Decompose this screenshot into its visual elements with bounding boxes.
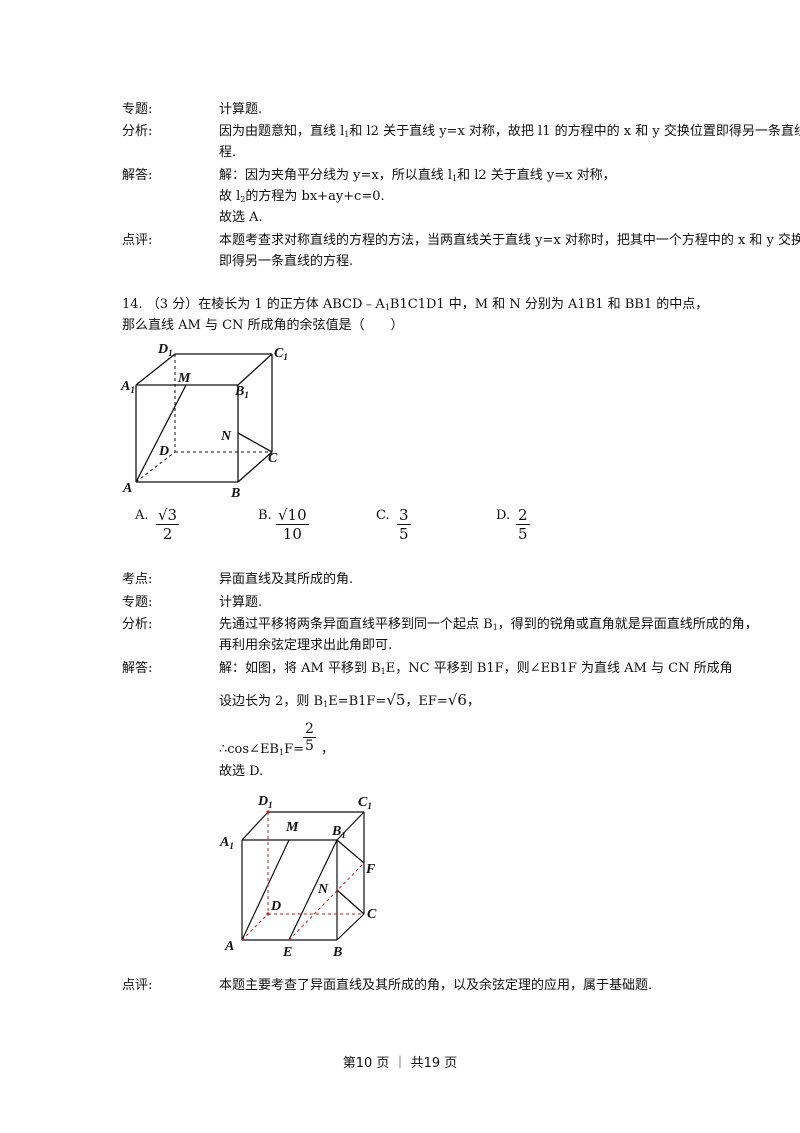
label-b1: B1 — [331, 824, 346, 840]
label-d1: D1 — [157, 342, 173, 358]
solution-14-line2: 设边长为 2，则 B1E=B1F=√5，EF=√6， — [219, 691, 480, 709]
point-label-14: 考点: — [122, 572, 153, 587]
solution-14-comma: ， — [321, 742, 335, 757]
label-c1: C1 — [358, 795, 372, 811]
topic-13: 计算题. — [219, 102, 263, 117]
solution-14-line4: 故选 D. — [219, 764, 264, 779]
label-n: N — [220, 429, 232, 444]
analysis-13-line2: 程. — [219, 145, 237, 160]
segment-am — [135, 384, 187, 483]
label-e: E — [282, 945, 292, 960]
segment-ef — [288, 862, 365, 941]
label-d: D — [158, 444, 169, 459]
label-d1: D1 — [257, 794, 273, 810]
solution-14-line3: ∴cos∠EB1F= — [219, 742, 305, 757]
comment-14: 本题主要考查了异面直线及其所成的角，以及余弦定理的应用，属于基础题. — [219, 978, 653, 993]
analysis-14-line2: 再利用余弦定理求出此角即可. — [219, 638, 393, 653]
question-14-line2: 那么直线 AM 与 CN 所成角的余弦值是（ ） — [122, 318, 404, 333]
segment-b1f — [336, 839, 365, 864]
cube-figure-solution: D1 C1 A1 M B1 F N D C A E B — [219, 794, 377, 960]
point-d1 — [266, 810, 270, 814]
solution-label-13: 解答: — [122, 168, 153, 183]
option-b-letter: B. — [258, 508, 272, 523]
edge-a1-d1 — [241, 811, 269, 841]
option-c-letter: C. — [376, 508, 390, 523]
label-f: F — [365, 862, 376, 877]
segment-b1e — [288, 839, 338, 941]
edge-b1-c1 — [336, 811, 365, 841]
solution-14-line1: 解：如图，将 AM 平移到 B1E，NC 平移到 B1F，则∠EB1F 为直线 … — [219, 661, 733, 676]
label-a: A — [122, 481, 132, 496]
solution-13-line2: 故 l2的方程为 bx+ay+c=0. — [219, 189, 385, 204]
comment-13-line2: 即得另一条直线的方程. — [219, 254, 354, 269]
label-c: C — [367, 907, 377, 922]
label-c: C — [268, 451, 278, 466]
edge-b-c — [237, 451, 273, 483]
analysis-label-13: 分析: — [122, 124, 153, 139]
option-a-letter: A. — [135, 508, 149, 523]
label-m: M — [177, 371, 191, 386]
topic-label-13: 专题: — [122, 102, 153, 117]
label-a: A — [224, 939, 234, 954]
edge-a-d — [135, 451, 176, 483]
comment-label-14: 点评: — [122, 978, 153, 993]
topic-14: 计算题. — [219, 595, 263, 610]
segment-nc — [336, 889, 365, 915]
point-d — [266, 912, 270, 916]
label-m: M — [285, 820, 299, 835]
solution-label-14: 解答: — [122, 661, 153, 676]
page-footer: 第10 页 ｜ 共19 页 — [342, 1056, 458, 1071]
segment-nc — [237, 432, 273, 453]
analysis-13-line1: 因为由题意知，直线 l1和 l2 关于直线 y=x 对称，故把 l1 的方程中的… — [219, 124, 800, 139]
analysis-label-14: 分析: — [122, 617, 153, 632]
solution-13-line1: 解：因为夹角平分线为 y=x，所以直线 l1和 l2 关于直线 y=x 对称， — [219, 168, 616, 183]
label-d: D — [270, 899, 281, 914]
edge-a1-d1 — [135, 353, 176, 386]
label-b: B — [230, 486, 240, 501]
point-14: 异面直线及其所成的角. — [219, 572, 354, 587]
comment-label-13: 点评: — [122, 233, 153, 248]
topic-label-14: 专题: — [122, 595, 153, 610]
label-a1: A1 — [219, 835, 234, 851]
segment-am — [241, 839, 290, 941]
solution-13-line3: 故选 A. — [219, 210, 263, 225]
label-a1: A1 — [120, 379, 135, 395]
analysis-14-line1: 先通过平移将两条异面直线平移到同一个起点 B1，得到的锐角或直角就是异面直线所成… — [219, 617, 758, 632]
edge-b-c — [336, 913, 365, 941]
label-b: B — [332, 945, 342, 960]
edge-a-d — [241, 913, 269, 941]
label-n: N — [317, 882, 329, 897]
label-c1: C1 — [274, 346, 288, 362]
label-b1: B1 — [234, 384, 249, 400]
comment-13-line1: 本题考查求对称直线的方程的方法，当两直线关于直线 y=x 对称时，把其中一个方程… — [219, 233, 800, 248]
edge-b1-c1 — [237, 353, 273, 386]
cube-figure-question: D1 C1 A1 M B1 N D C A B — [120, 342, 288, 501]
option-d-letter: D. — [496, 508, 511, 523]
question-14-line1: 14. （3 分）在棱长为 1 的正方体 ABCD﹣A1B1C1D1 中，M 和… — [122, 297, 709, 312]
